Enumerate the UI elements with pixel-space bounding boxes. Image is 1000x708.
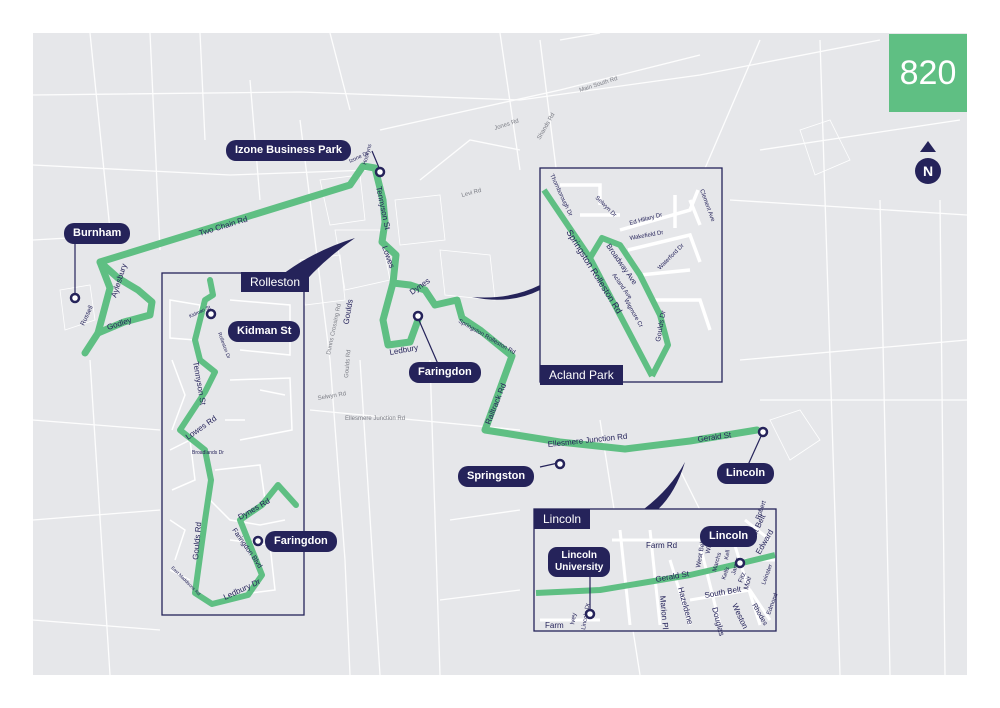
lincoln-label-west-belt: West Belt (695, 540, 707, 569)
lincoln-label-kell: Kell (724, 549, 732, 560)
road-label-ellesmere-bg: Ellesmere Junction Rd (345, 416, 405, 422)
rolleston-label-goulds: Goulds Rd (191, 522, 203, 560)
lincoln-label-marchs: Marchs (712, 552, 723, 573)
acland-label-wakefield: Wakefield Dr (629, 230, 664, 242)
stop-marker-springston (554, 458, 566, 470)
lincoln-label-fitz: Fitz (737, 571, 747, 583)
rolleston-stop-label-kidman[interactable]: Kidman St (228, 321, 301, 342)
north-label: N (915, 158, 941, 184)
lincoln-label-moir: Moir (743, 575, 753, 591)
stop-marker-izone (374, 166, 386, 178)
stop-marker-burnham (69, 292, 81, 304)
route-number-badge: 820 (889, 34, 967, 112)
stop-label-izone[interactable]: Izone Business Park (226, 140, 351, 161)
town-clusters (59, 119, 851, 461)
road-label-levi: Levi Rd (461, 188, 482, 199)
label-goulds: Goulds (342, 299, 355, 326)
stop-label-springston[interactable]: Springston (458, 466, 535, 487)
inset-title-lincoln: Lincoln (534, 509, 591, 529)
stop-label-faringdon[interactable]: Faringdon (409, 362, 481, 383)
stop-marker-lincoln (757, 426, 769, 438)
inset-title-acland: Acland Park (540, 365, 623, 385)
road-label-selwyn: Selwyn Rd (317, 391, 346, 402)
stop-marker-faringdon (412, 310, 424, 322)
north-arrow: N (913, 141, 943, 187)
label-hoskyns: Hoskyns (362, 143, 373, 165)
callout-acland (472, 285, 540, 300)
rolleston-stop-faringdon (252, 535, 264, 547)
stop-markers (69, 166, 769, 470)
north-arrow-icon (920, 141, 936, 152)
inset-acland: Springston Rolleston Rd Thornborough Dr … (539, 167, 723, 383)
lincoln-inset-stop-label-lincoln[interactable]: Lincoln (700, 526, 758, 547)
lincoln-label-kells: Kells (721, 566, 731, 580)
rolleston-stop-label-faringdon[interactable]: Faringdon (265, 531, 337, 552)
rolleston-stop-kidman (205, 308, 217, 320)
lincoln-inset-stop-label-university[interactable]: Lincoln University (548, 547, 611, 577)
lincoln-label-farm-rd: Farm Rd (646, 541, 677, 550)
stop-label-burnham[interactable]: Burnham (64, 223, 131, 244)
inset-title-rolleston: Rolleston (241, 272, 310, 292)
lincoln-inset-stop-university (584, 608, 596, 620)
stop-label-lincoln[interactable]: Lincoln (717, 463, 775, 484)
lincoln-label-marion: Marion Pl (658, 595, 670, 630)
lincoln-label-farm: Farm (545, 621, 564, 630)
rolleston-label-broadlands: Broadlands Dr (192, 450, 224, 456)
callout-lincoln (640, 462, 685, 512)
road-label-goulds: Goulds Rd (344, 349, 352, 378)
main-route (81, 162, 761, 453)
lincoln-inset-stop-lincoln (734, 557, 746, 569)
lincoln-label-ivey: Ivey (569, 612, 578, 626)
